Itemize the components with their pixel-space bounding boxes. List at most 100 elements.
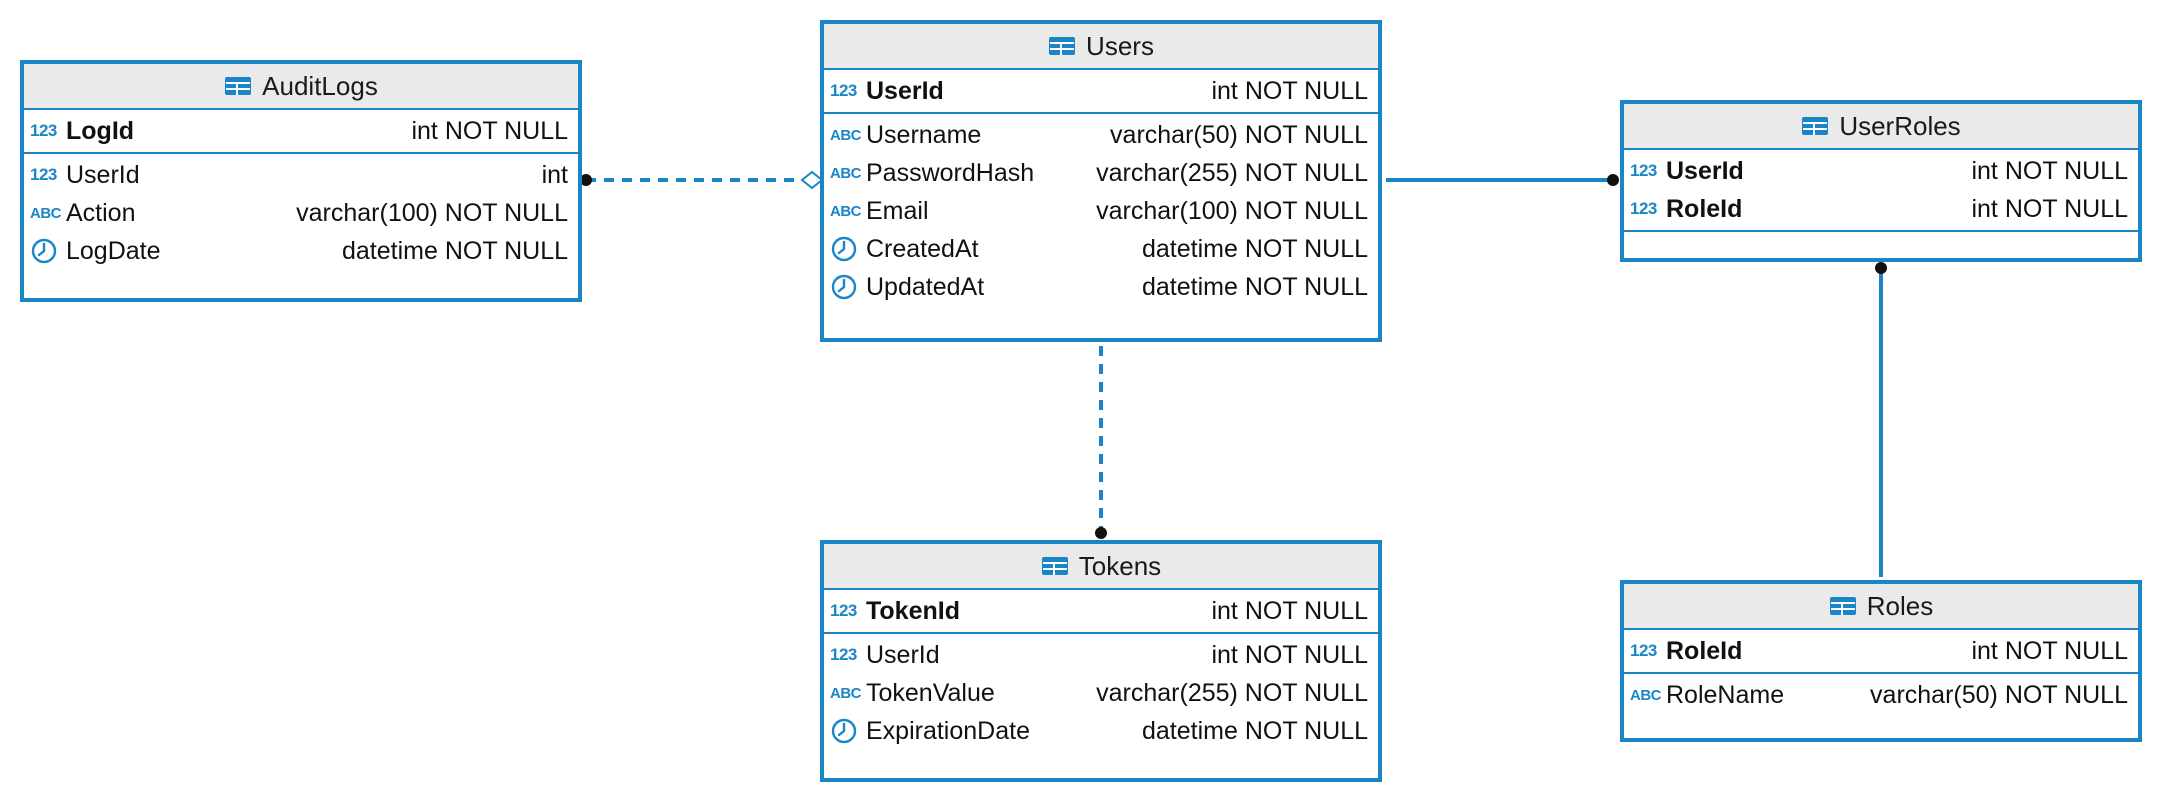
column-name: UpdatedAt (866, 272, 985, 301)
column-type: datetime NOT NULL (1141, 234, 1368, 263)
column-name: TokenId (866, 596, 960, 625)
entity-header[interactable]: UserRoles (1624, 104, 2138, 150)
column-type: datetime NOT NULL (341, 236, 568, 265)
primary-key-section: 123 LogId int NOT NULL (24, 110, 578, 154)
text-icon: ABC (1630, 686, 1662, 704)
relationship-end-userroles (1875, 262, 1887, 274)
column-type: varchar(255) NOT NULL (1096, 678, 1368, 707)
primary-key-section: 123 RoleId int NOT NULL (1624, 630, 2138, 674)
table-icon (1041, 557, 1068, 575)
column-name: RoleName (1666, 680, 1785, 709)
clock-icon (30, 237, 66, 265)
empty-columns-section (1624, 232, 2138, 248)
relationship-end-userroles (1607, 174, 1619, 186)
entity-title: Tokens (1078, 550, 1162, 581)
number-icon: 123 (1630, 161, 1657, 180)
text-icon: ABC (830, 202, 862, 220)
text-icon: ABC (30, 204, 62, 222)
table-icon (1802, 117, 1829, 135)
number-icon: 123 (30, 165, 57, 184)
column-name: UserId (1666, 156, 1744, 185)
column-name: Action (66, 198, 136, 227)
column-type: int NOT NULL (1211, 640, 1368, 669)
entity-title: Users (1086, 30, 1154, 61)
primary-key-section: 123 TokenId int NOT NULL (824, 590, 1378, 634)
number-icon: 123 (830, 81, 857, 100)
column-row-logdate[interactable]: LogDate datetime NOT NULL (24, 232, 578, 270)
clock-icon (830, 717, 866, 745)
column-name: LogDate (66, 236, 161, 265)
column-type: int NOT NULL (1971, 636, 2128, 665)
column-type: datetime NOT NULL (1141, 272, 1368, 301)
text-icon: ABC (830, 164, 862, 182)
column-name: UserId (866, 640, 940, 669)
column-row-updatedat[interactable]: UpdatedAt datetime NOT NULL (824, 268, 1378, 306)
column-type: int NOT NULL (1211, 76, 1368, 105)
number-icon: 123 (1630, 641, 1657, 660)
column-name: RoleId (1666, 194, 1743, 223)
text-icon: ABC (830, 684, 862, 702)
number-icon: 123 (30, 121, 57, 140)
relationship-end-auditlogs (580, 174, 592, 186)
column-type: varchar(50) NOT NULL (1110, 120, 1368, 149)
column-row-userid[interactable]: 123 UserId int NOT NULL (824, 72, 1378, 110)
column-name: Email (866, 196, 929, 225)
column-type: int NOT NULL (1971, 156, 2128, 185)
number-icon: 123 (1630, 199, 1657, 218)
entity-header[interactable]: Users (824, 24, 1378, 70)
column-name: LogId (66, 116, 135, 145)
column-row-roleid[interactable]: 123 RoleId int NOT NULL (1624, 190, 2138, 228)
number-icon: 123 (830, 601, 857, 620)
column-name: UserId (66, 160, 140, 189)
column-row-logid[interactable]: 123 LogId int NOT NULL (24, 112, 578, 150)
relationship-end-users (800, 170, 824, 190)
number-icon: 123 (830, 645, 857, 664)
clock-icon (830, 235, 866, 263)
table-icon (225, 77, 252, 95)
entity-title: Roles (1866, 590, 1934, 621)
relationship-end-tokens (1095, 527, 1107, 539)
primary-key-section: 123 UserId int NOT NULL (824, 70, 1378, 114)
text-icon: ABC (830, 126, 862, 144)
column-type: varchar(50) NOT NULL (1870, 680, 2128, 709)
column-name: TokenValue (866, 678, 995, 707)
clock-icon (830, 273, 866, 301)
column-row-userid[interactable]: 123 UserId int NOT NULL (824, 636, 1378, 674)
column-name: Username (866, 120, 982, 149)
column-name: PasswordHash (866, 158, 1035, 187)
column-type: int NOT NULL (411, 116, 568, 145)
column-row-userid[interactable]: 123 UserId int NOT NULL (1624, 152, 2138, 190)
column-name: RoleId (1666, 636, 1743, 665)
column-name: UserId (866, 76, 944, 105)
column-type: varchar(255) NOT NULL (1096, 158, 1368, 187)
entity-title: UserRoles (1839, 110, 1961, 141)
entity-header[interactable]: Tokens (824, 544, 1378, 590)
column-type: int NOT NULL (1971, 194, 2128, 223)
column-row-tokenid[interactable]: 123 TokenId int NOT NULL (824, 592, 1378, 630)
column-type: int NOT NULL (1211, 596, 1368, 625)
entity-header[interactable]: Roles (1624, 584, 2138, 630)
entity-header[interactable]: AuditLogs (24, 64, 578, 110)
column-row-roleid[interactable]: 123 RoleId int NOT NULL (1624, 632, 2138, 670)
